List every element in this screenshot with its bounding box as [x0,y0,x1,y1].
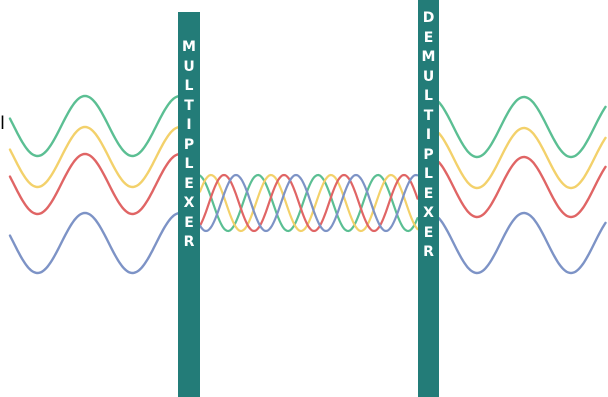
multiplexer-label-letter: L [185,77,194,97]
input-wave-green [10,96,180,156]
demultiplexer-label-letter: L [424,87,433,107]
demultiplexer-label-letter: U [423,68,434,88]
demultiplexer-label-letter: E [424,185,434,205]
multiplexer-label-letter: R [184,233,195,253]
multiplexer-label-letter: T [184,97,194,117]
multiplexed-signal [200,175,418,231]
demultiplexer-label-letter: L [424,165,433,185]
demultiplexer-label-letter: E [424,29,434,49]
multiplexer-label-letter: I [186,116,191,136]
input-signals [10,96,180,273]
multiplexer-label-letter: P [184,136,194,156]
demultiplexer-label-letter: T [424,107,434,127]
stray-mark: l [0,114,5,134]
demultiplexer-label-letter: R [423,243,434,263]
demultiplexer-label-letter: X [423,204,434,224]
multiplexer-label-letter: M [182,38,196,58]
output-signals [439,97,606,273]
output-wave-red [439,157,606,217]
multiplexer-label-letter: E [184,214,194,234]
demultiplexer-label-letter: D [423,9,435,29]
multiplexer-label-letter: U [183,58,194,78]
demultiplexer-label-letter: P [423,146,433,166]
demultiplexer-label-letter: M [422,48,436,68]
output-wave-blue [439,213,606,273]
output-wave-green [439,97,606,157]
multiplexer-label-letter: L [185,155,194,175]
input-wave-blue [10,213,180,273]
multiplexer-label-letter: E [184,175,194,195]
demultiplexer-label-letter: I [426,126,431,146]
multiplexer-label-letter: X [184,194,195,214]
input-wave-yellow [10,127,180,187]
demultiplexer-label-letter: E [424,224,434,244]
